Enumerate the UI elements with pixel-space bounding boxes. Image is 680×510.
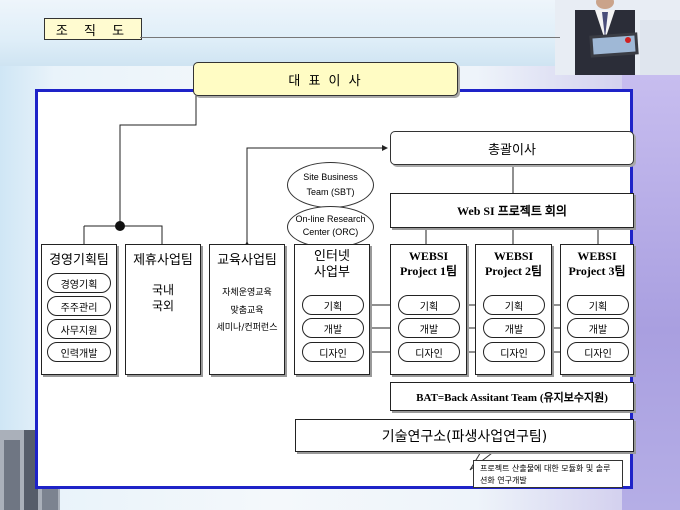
dept-item: 주주관리	[47, 296, 111, 316]
dept-item: 기획	[483, 295, 545, 315]
dept-education: 교육사업팀 자체운영교육 맞춤교육 세미나/컨퍼런스	[209, 244, 285, 375]
title-underline	[140, 37, 560, 38]
dept-item: 디자인	[302, 342, 364, 362]
dept-item: 개발	[567, 318, 629, 338]
dept-item: 기획	[567, 295, 629, 315]
dept-websi-project-1: WEBSI Project 1팀 기획 개발 디자인	[390, 244, 467, 375]
dept-title: 인터넷사업부	[314, 249, 350, 280]
dept-item: 사무지원	[47, 319, 111, 339]
dept-line: 국내	[151, 283, 175, 297]
dept-title: 경영기획팀	[49, 253, 109, 268]
dept-line: 세미나/컨퍼런스	[216, 323, 278, 333]
orc-oval: On-line Research Center (ORC)	[287, 206, 374, 248]
dept-title: WEBSI Project 3팀	[568, 249, 626, 278]
dept-websi-project-3: WEBSI Project 3팀 기획 개발 디자인	[560, 244, 634, 375]
dept-item: 개발	[483, 318, 545, 338]
ceo-box: 대 표 이 사	[193, 62, 458, 96]
dept-title: WEBSI Project 2팀	[484, 249, 543, 278]
dept-item: 인력개발	[47, 342, 111, 362]
dept-item: 디자인	[398, 342, 460, 362]
sbt-oval: Site Business Team (SBT)	[287, 162, 374, 208]
dept-line: 맞춤교육	[230, 306, 264, 316]
dept-line: 국외	[151, 299, 175, 313]
sbt-label: Site Business Team (SBT)	[303, 172, 358, 197]
junction-dot	[115, 221, 125, 231]
dept-item: 개발	[302, 318, 364, 338]
dept-title: WEBSI Project 1팀	[399, 249, 458, 278]
dept-item: 디자인	[567, 342, 629, 362]
lab-callout: 프로젝트 산출물에 대한 모듈화 및 솔루션화 연구개발	[473, 460, 623, 488]
websi-meeting-box: Web SI 프로젝트 회의	[390, 193, 634, 228]
dept-title: 제휴사업팀	[133, 253, 193, 268]
dept-websi-project-2: WEBSI Project 2팀 기획 개발 디자인	[475, 244, 552, 375]
dept-item: 기획	[302, 295, 364, 315]
bat-box: BAT=Back Assitant Team (유지보수지원)	[390, 382, 634, 411]
research-lab-box: 기술연구소(파생사업연구팀)	[295, 419, 634, 452]
dept-internet: 인터넷사업부 기획 개발 디자인	[294, 244, 370, 375]
businessman-photo	[555, 0, 680, 75]
dept-title: 교육사업팀	[217, 253, 277, 268]
dept-item: 디자인	[483, 342, 545, 362]
dept-item: 경영기획	[47, 273, 111, 293]
orc-label: On-line Research Center (ORC)	[295, 214, 366, 237]
dept-line: 자체운영교육	[222, 288, 272, 298]
dept-item: 기획	[398, 295, 460, 315]
dept-partnership: 제휴사업팀 국내 국외	[125, 244, 201, 375]
page-title: 조 직 도	[44, 18, 142, 40]
dept-item: 개발	[398, 318, 460, 338]
dept-management-planning: 경영기획팀 경영기획 주주관리 사무지원 인력개발	[41, 244, 117, 375]
general-director-box: 총괄이사	[390, 131, 634, 165]
